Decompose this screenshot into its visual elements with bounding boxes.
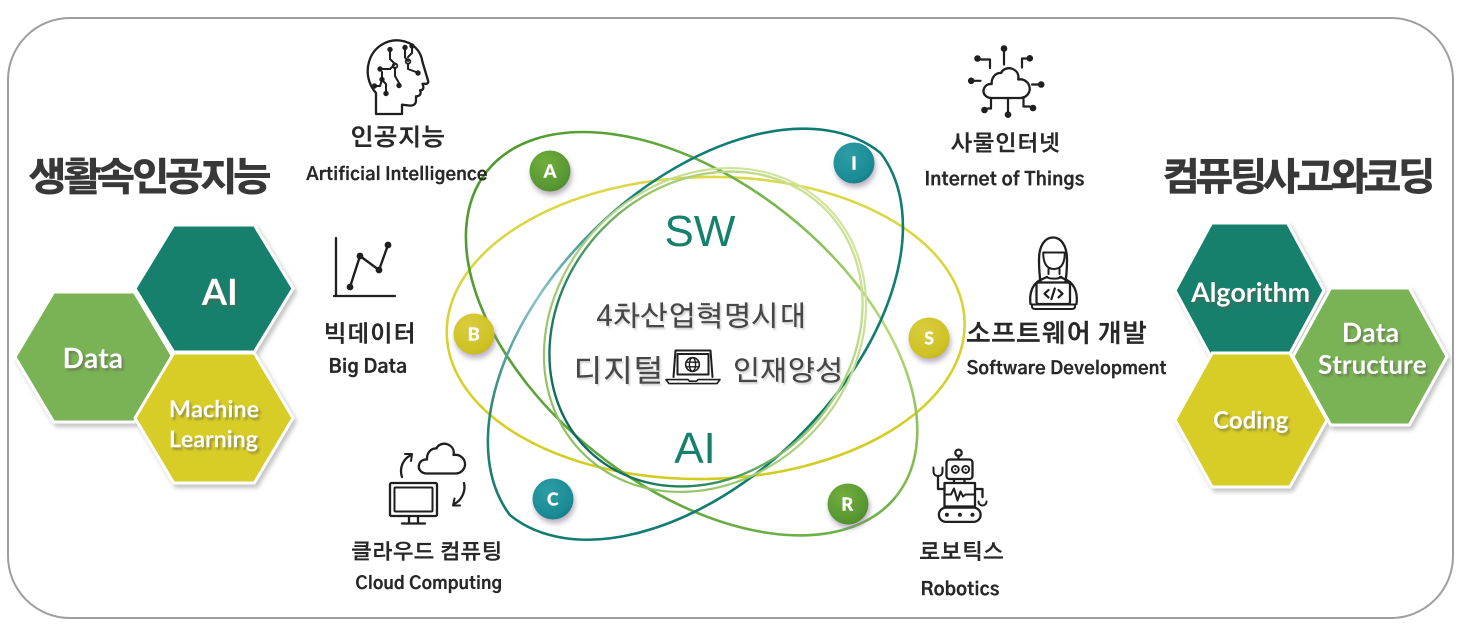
svg-text:SW: SW: [665, 207, 736, 256]
svg-text:AI: AI: [674, 424, 716, 473]
